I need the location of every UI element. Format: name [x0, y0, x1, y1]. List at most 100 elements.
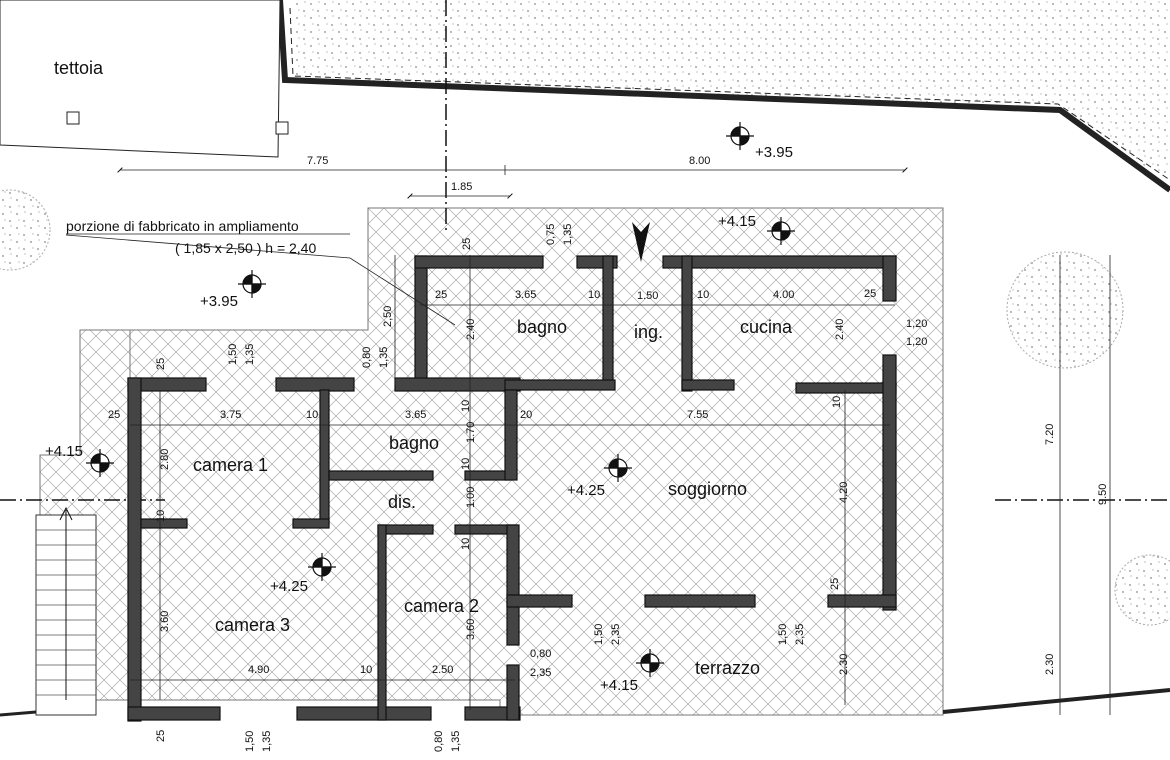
room-label-soggiorno: soggiorno: [668, 479, 747, 499]
dimension-label: 4.00: [773, 289, 794, 301]
dimension-lines: [117, 165, 1111, 715]
dimension-label: 3.75: [220, 409, 241, 421]
dimension-label: 1,50: [244, 731, 256, 752]
dimension-label: 2.50: [432, 664, 453, 676]
dimension-label: 25: [864, 288, 876, 300]
dimension-label: 1.85: [451, 181, 472, 193]
dimension-label: 2.40: [834, 319, 846, 340]
extension-note-line1: porzione di fabbricato in ampliamento: [66, 218, 299, 234]
room-label-cucina: cucina: [740, 317, 793, 337]
room-label-bagno: bagno: [389, 433, 439, 453]
dimension-label: 2,35: [610, 624, 622, 645]
tree-icon: [0, 189, 1170, 626]
dimension-label: 1,20: [906, 336, 927, 348]
walls: [127, 255, 897, 722]
entrance-arrow-icon: [632, 222, 650, 262]
level-label: +4.25: [567, 482, 605, 499]
dimension-label: 1,50: [593, 624, 605, 645]
room-label-terrazzo: terrazzo: [695, 658, 760, 678]
level-label: +4.15: [718, 213, 756, 230]
level-marker-icon: [726, 122, 754, 150]
dimension-label: 7.55: [687, 409, 708, 421]
room-label-camera1: camera 1: [193, 455, 268, 475]
ground-line: [942, 688, 1170, 714]
dimension-label: 0,80: [361, 347, 373, 368]
dimension-label: 10: [697, 289, 709, 301]
dimension-label: 2.80: [159, 449, 171, 470]
dimension-label: 2,35: [530, 667, 551, 679]
level-marker-icon: [767, 217, 795, 245]
dimension-label: 2.30: [1044, 654, 1056, 675]
garden-area: [295, 0, 1170, 185]
dimension-label: 25: [155, 358, 167, 370]
dimension-label: 0,75: [545, 224, 557, 245]
dimension-label: 3.65: [515, 289, 536, 301]
dimension-label: 20: [520, 409, 532, 421]
dimension-label: 10: [360, 664, 372, 676]
dimension-label: 9.50: [1097, 484, 1109, 505]
room-label-camera3: camera 3: [215, 615, 290, 635]
level-markers: [86, 122, 795, 677]
dimension-label: 10: [306, 409, 318, 421]
dimension-label: 1.50: [637, 290, 658, 302]
dimension-label: 25: [108, 409, 120, 421]
level-label: +4.15: [45, 443, 83, 460]
level-label: +3.95: [200, 293, 238, 310]
dimension-label: 2,50: [382, 306, 394, 327]
room-label-ingresso: ing.: [634, 322, 663, 342]
dimension-texts-vertical: 25 0,75 1,35 2,50 2.40 2.40 1,50 1,35 0,…: [155, 224, 1109, 752]
dimension-label: 2.40: [465, 319, 477, 340]
dimension-label: 1.00: [465, 487, 477, 508]
room-label-tettoia: tettoia: [54, 58, 104, 78]
room-label-bagno-top: bagno: [517, 317, 567, 337]
dimension-label: 3.65: [405, 409, 426, 421]
tettoia-canopy: [0, 0, 281, 158]
level-marker-icon: [238, 270, 266, 298]
dimension-label: 0,80: [433, 731, 445, 752]
dimension-label: 1,50: [227, 344, 239, 365]
dimension-label: 2.30: [838, 654, 850, 675]
level-label: +4.15: [600, 677, 638, 694]
retaining-wall: [277, 0, 1170, 193]
level-marker-icon: [86, 449, 114, 477]
dimension-label: 1,35: [562, 224, 574, 245]
dimension-label: 7.20: [1044, 424, 1056, 445]
level-marker-icon: [636, 649, 664, 677]
dimension-label: 7.75: [307, 155, 328, 167]
dimension-label: 1,35: [378, 347, 390, 368]
dimension-label: 4.90: [248, 664, 269, 676]
terrace-platform: [129, 207, 944, 716]
dimension-texts: 7.75 8.00 1.85 25 3.65 10 1.50 10 4.00 2…: [108, 155, 927, 679]
level-marker-icon: [604, 454, 632, 482]
dimension-label: 1,35: [261, 731, 273, 752]
level-label: +3.95: [755, 144, 793, 161]
annotation-leader: [65, 234, 456, 326]
level-label: +4.25: [270, 578, 308, 595]
dimension-label: 10: [460, 400, 472, 412]
dimension-label: 8.00: [689, 155, 710, 167]
room-label-camera2: camera 2: [404, 596, 479, 616]
dimension-label: 3.60: [465, 619, 477, 640]
dimension-label: 1,20: [906, 318, 927, 330]
dimension-label: 2,35: [794, 624, 806, 645]
dimension-label: 10: [460, 458, 472, 470]
dimension-label: 1,35: [450, 731, 462, 752]
level-marker-icon: [308, 553, 336, 581]
exterior-stairs: [35, 506, 97, 716]
dimension-label: 3.60: [159, 611, 171, 632]
pillar: [275, 121, 289, 135]
dimension-label: 25: [829, 578, 841, 590]
dimension-label: 10: [460, 538, 472, 550]
extension-note-line2: ( 1,85 x 2,50 ) h = 2,40: [175, 240, 316, 256]
dimension-label: 10: [588, 289, 600, 301]
dimension-label: 10: [831, 396, 843, 408]
dimension-label: 0,80: [530, 648, 551, 660]
ground-line: [0, 710, 37, 717]
pillar: [66, 111, 80, 125]
dimension-label: 4.20: [838, 482, 850, 503]
room-label-dis: dis.: [388, 492, 416, 512]
dimension-label: 1,35: [244, 344, 256, 365]
dimension-label: 25: [435, 289, 447, 301]
dimension-label: 25: [155, 730, 167, 742]
